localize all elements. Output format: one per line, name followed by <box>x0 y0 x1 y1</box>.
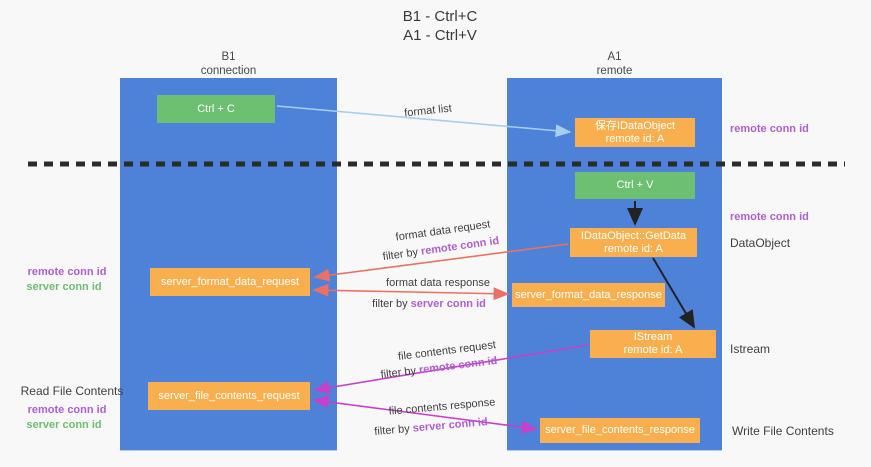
node-ctrl-v-label: Ctrl + V <box>616 179 654 191</box>
label-left-server-conn-id-1: server conn id <box>26 281 102 293</box>
node-server-file-contents-response: server_file_contents_response <box>540 418 700 443</box>
right-column-role: remote <box>596 65 633 77</box>
node-ctrl-v: Ctrl + V <box>575 172 695 199</box>
node-istream-line2: remote id: A <box>623 344 683 356</box>
filter-by-text: filter by <box>372 298 411 310</box>
node-server-file-contents-response-label: server_file_contents_response <box>545 424 695 436</box>
label-remote-conn-id-top: remote conn id <box>730 123 809 135</box>
node-istream: IStream remote id: A <box>590 330 716 358</box>
arrow-format-data-request <box>313 243 569 282</box>
left-column-role: connection <box>200 65 257 77</box>
server-conn-id-text: server conn id <box>410 298 486 310</box>
label-remote-conn-id-mid: remote conn id <box>730 211 809 223</box>
arrow-file-contents-response <box>312 395 538 434</box>
node-ctrl-c-label: Ctrl + C <box>197 102 235 115</box>
node-istream-line1: IStream <box>633 331 673 343</box>
right-column-name: A1 <box>607 51 622 63</box>
diagram-title: B1 - Ctrl+C A1 - Ctrl+V <box>300 7 580 45</box>
label-write-file-contents: Write File Contents <box>732 424 834 438</box>
node-getdata-line2: remote id: A <box>604 242 663 255</box>
node-server-file-contents-request: server_file_contents_request <box>148 382 310 410</box>
node-save-idataobject-line2: remote id: A <box>605 132 665 145</box>
label-left-server-conn-id-2: server conn id <box>26 419 102 431</box>
node-save-idataobject: 保存IDataObject remote id: A <box>575 118 695 147</box>
title-line-1: B1 - Ctrl+C <box>402 8 478 25</box>
node-getdata-line1: IDataObject::GetData <box>580 229 687 242</box>
label-filter-server-1: filter by server conn id <box>372 298 486 310</box>
label-read-file-contents: Read File Contents <box>20 384 124 398</box>
node-server-file-contents-request-label: server_file_contents_request <box>158 389 300 402</box>
left-column-header: B1 connection <box>120 50 337 78</box>
label-format-data-response: format data response <box>386 277 490 289</box>
label-istream: Istream <box>730 342 771 356</box>
arrow-file-contents-request <box>313 344 589 394</box>
left-column-name: B1 <box>221 51 236 63</box>
node-ctrl-c: Ctrl + C <box>157 95 275 123</box>
node-server-format-data-response-label: server_format_data_response <box>515 288 662 301</box>
label-left-remote-conn-id-1: remote conn id <box>27 266 107 278</box>
node-server-format-data-request: server_format_data_request <box>150 268 310 296</box>
node-server-format-data-response: server_format_data_response <box>512 283 665 307</box>
arrow-format-list <box>276 105 572 138</box>
label-left-remote-conn-id-2: remote conn id <box>27 404 107 416</box>
right-column-header: A1 remote <box>507 50 722 78</box>
node-save-idataobject-line1: 保存IDataObject <box>594 119 676 132</box>
title-line-2: A1 - Ctrl+V <box>403 27 477 44</box>
label-dataobject: DataObject <box>730 236 791 250</box>
arrow-getdata-to-istream <box>652 257 696 329</box>
arrow-format-data-response <box>312 283 510 301</box>
node-server-format-data-request-label: server_format_data_request <box>160 275 300 288</box>
node-idataobject-getdata: IDataObject::GetData remote id: A <box>570 228 697 257</box>
